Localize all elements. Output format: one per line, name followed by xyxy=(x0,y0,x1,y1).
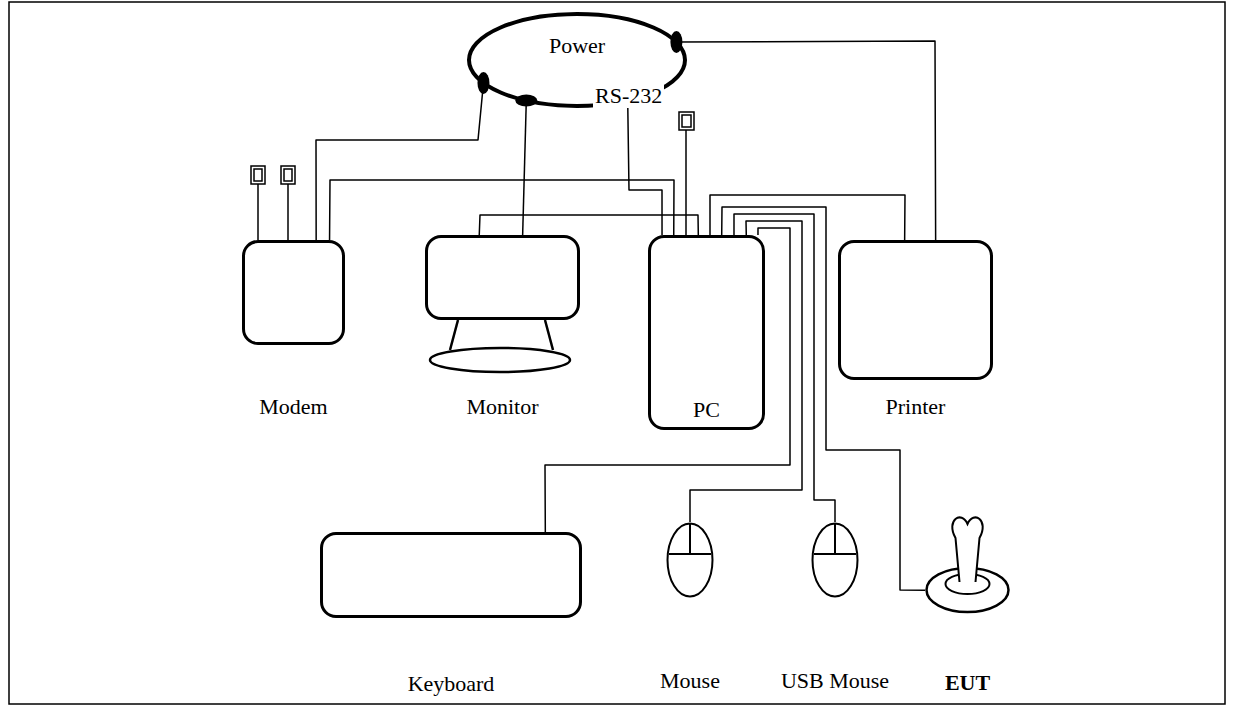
cable xyxy=(690,221,802,522)
printer-box: Printer xyxy=(838,240,993,380)
port-label: RS-232 xyxy=(593,84,664,108)
device-name: EUT xyxy=(945,671,990,695)
cable xyxy=(710,195,905,240)
monitor-stand xyxy=(430,320,570,372)
device-name: Keyboard xyxy=(408,672,495,696)
cable xyxy=(734,214,835,522)
keyboard-box: Keyboard xyxy=(320,532,582,618)
mouse-symbol: Mouse xyxy=(666,522,714,598)
device-name: USB Mouse xyxy=(781,669,889,693)
rs232-connector xyxy=(679,112,694,236)
cable xyxy=(316,83,483,240)
mouse-outline xyxy=(666,522,714,598)
phone-plugs xyxy=(251,166,295,240)
device-name: Modem xyxy=(259,395,327,419)
device-name: Printer xyxy=(886,395,946,419)
usb-mouse-symbol: USB Mouse xyxy=(811,522,859,598)
joystick-outline xyxy=(925,510,1010,620)
monitor-box: Monitor xyxy=(425,235,580,320)
frame xyxy=(9,2,1225,704)
mouse-outline xyxy=(811,522,859,598)
device-name: Power xyxy=(549,34,605,58)
device-name: Monitor xyxy=(466,395,538,419)
device-name: Mouse xyxy=(660,669,720,693)
cable xyxy=(676,41,935,240)
cable xyxy=(545,228,790,532)
eut-joystick: EUT xyxy=(925,510,1010,620)
device-name: PC xyxy=(693,398,720,422)
modem-box: Modem xyxy=(242,240,345,345)
cable xyxy=(330,180,674,240)
cable xyxy=(479,215,698,235)
pc-box: PC xyxy=(648,235,765,430)
